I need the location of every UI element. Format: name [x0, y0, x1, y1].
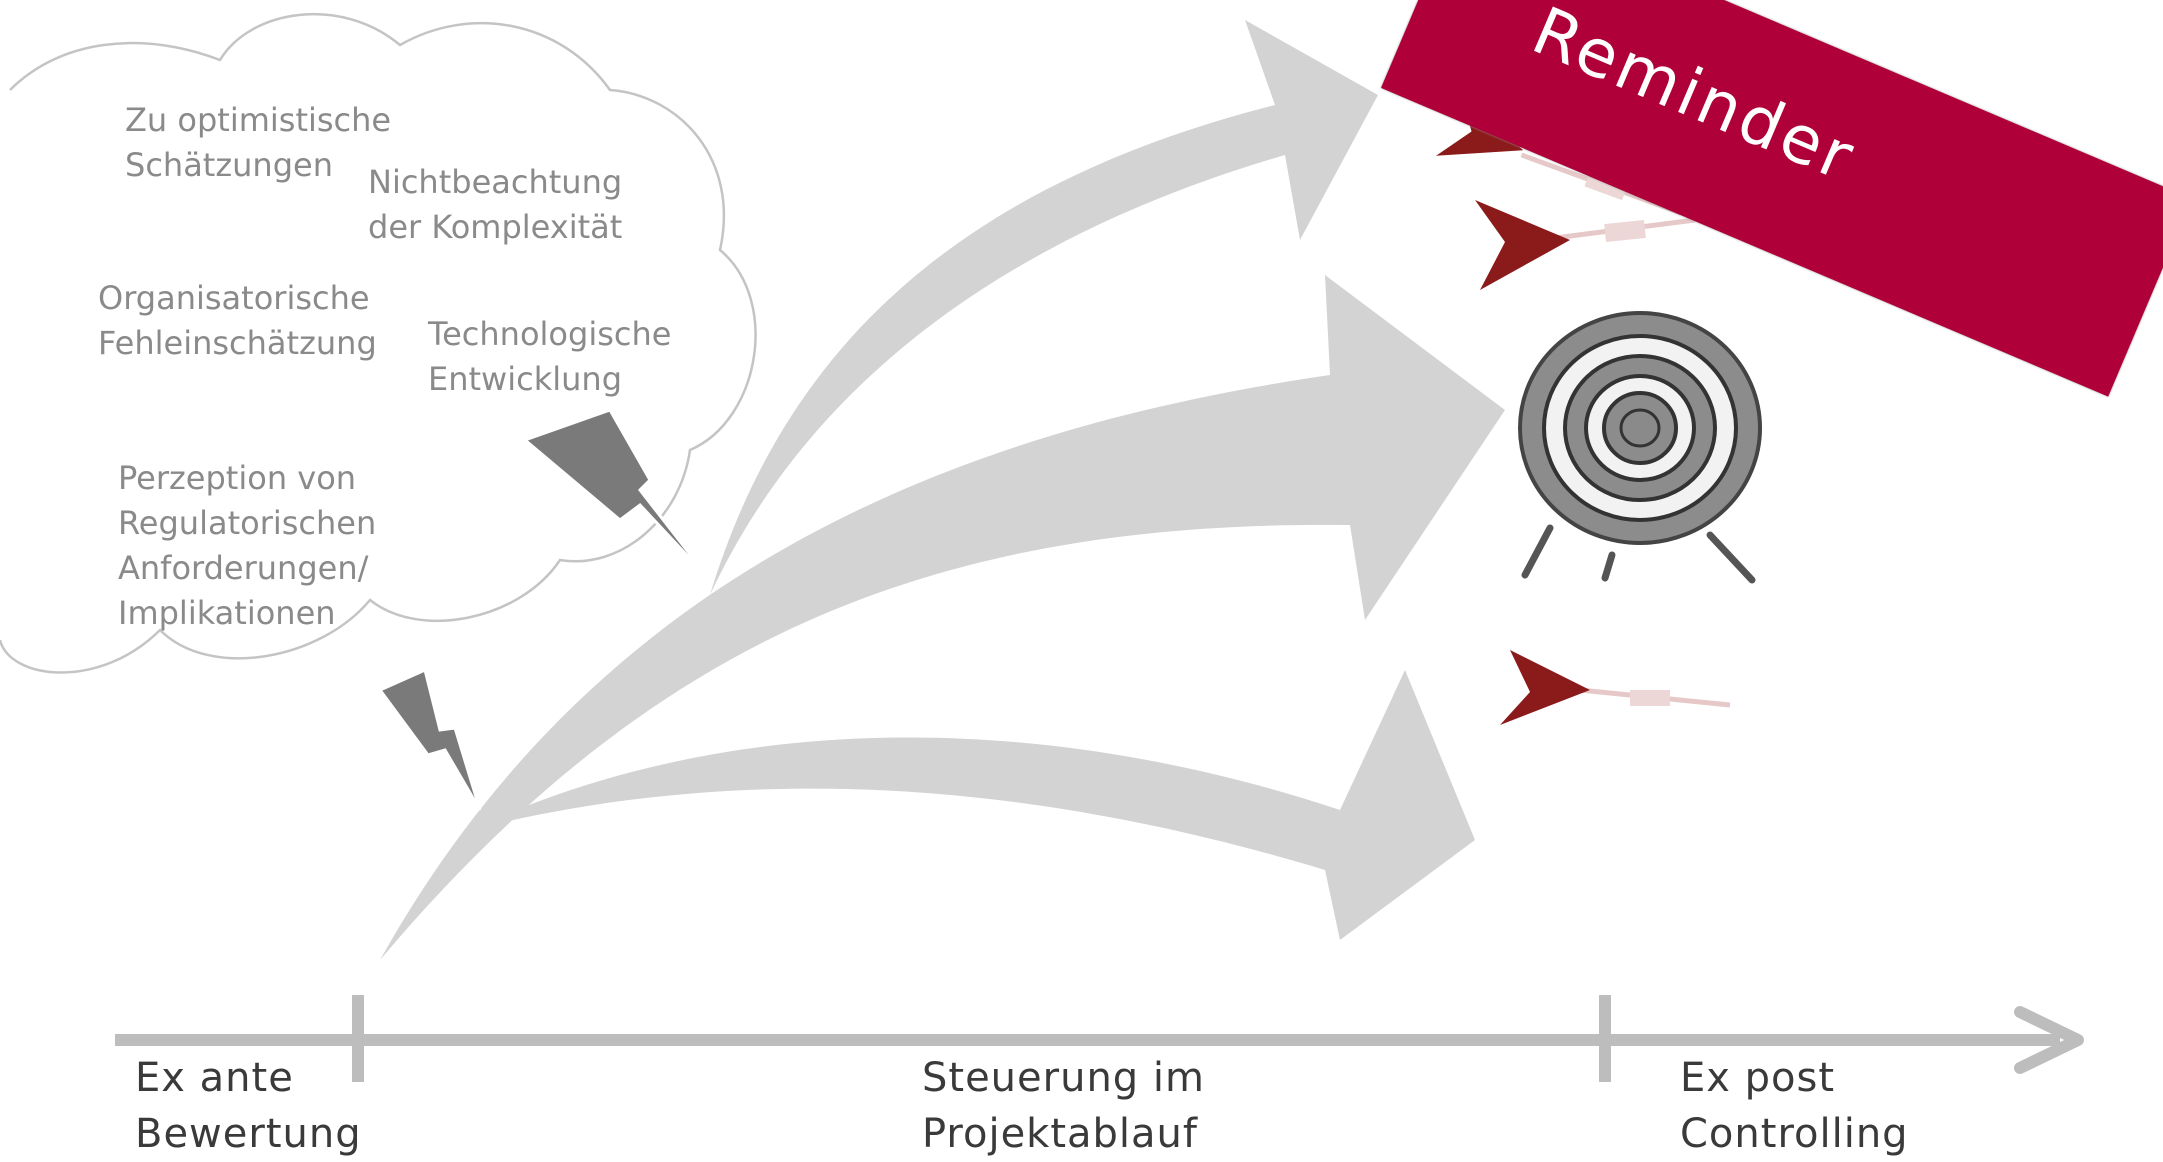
cloud-icon: [0, 12, 757, 674]
risk-label-complexity: Nichtbeachtung der Komplexität: [368, 163, 623, 246]
lightning-icon: [377, 667, 482, 811]
timeline-axis: [115, 995, 2084, 1082]
risk-label-organisational: Organisatorische Fehleinschätzung: [98, 279, 377, 362]
arrow-upper: [710, 20, 1378, 595]
dart-icon: [1500, 650, 1731, 725]
lightning-bolts: [377, 408, 712, 811]
risk-label-optimistic-estimates: Zu optimistische Schätzungen: [125, 101, 392, 184]
target-icon: [1518, 311, 1762, 584]
risk-label-regulatory: Perzeption von Regulatorischen Anforderu…: [118, 459, 377, 632]
risk-label-technology: Technologische Entwicklung: [428, 315, 672, 398]
trajectory-arrows: [380, 20, 1505, 960]
phase-label-ex-ante: Ex ante Bewertung: [135, 1055, 362, 1157]
arrow-lower: [470, 670, 1475, 940]
arrow-middle: [380, 275, 1505, 960]
lightning-icon: [522, 408, 712, 582]
phase-label-steering: Steuerung im Projektablauf: [922, 1055, 1205, 1157]
phase-label-ex-post: Ex post Controlling: [1680, 1055, 1909, 1157]
dart-icon: [1475, 200, 1696, 290]
